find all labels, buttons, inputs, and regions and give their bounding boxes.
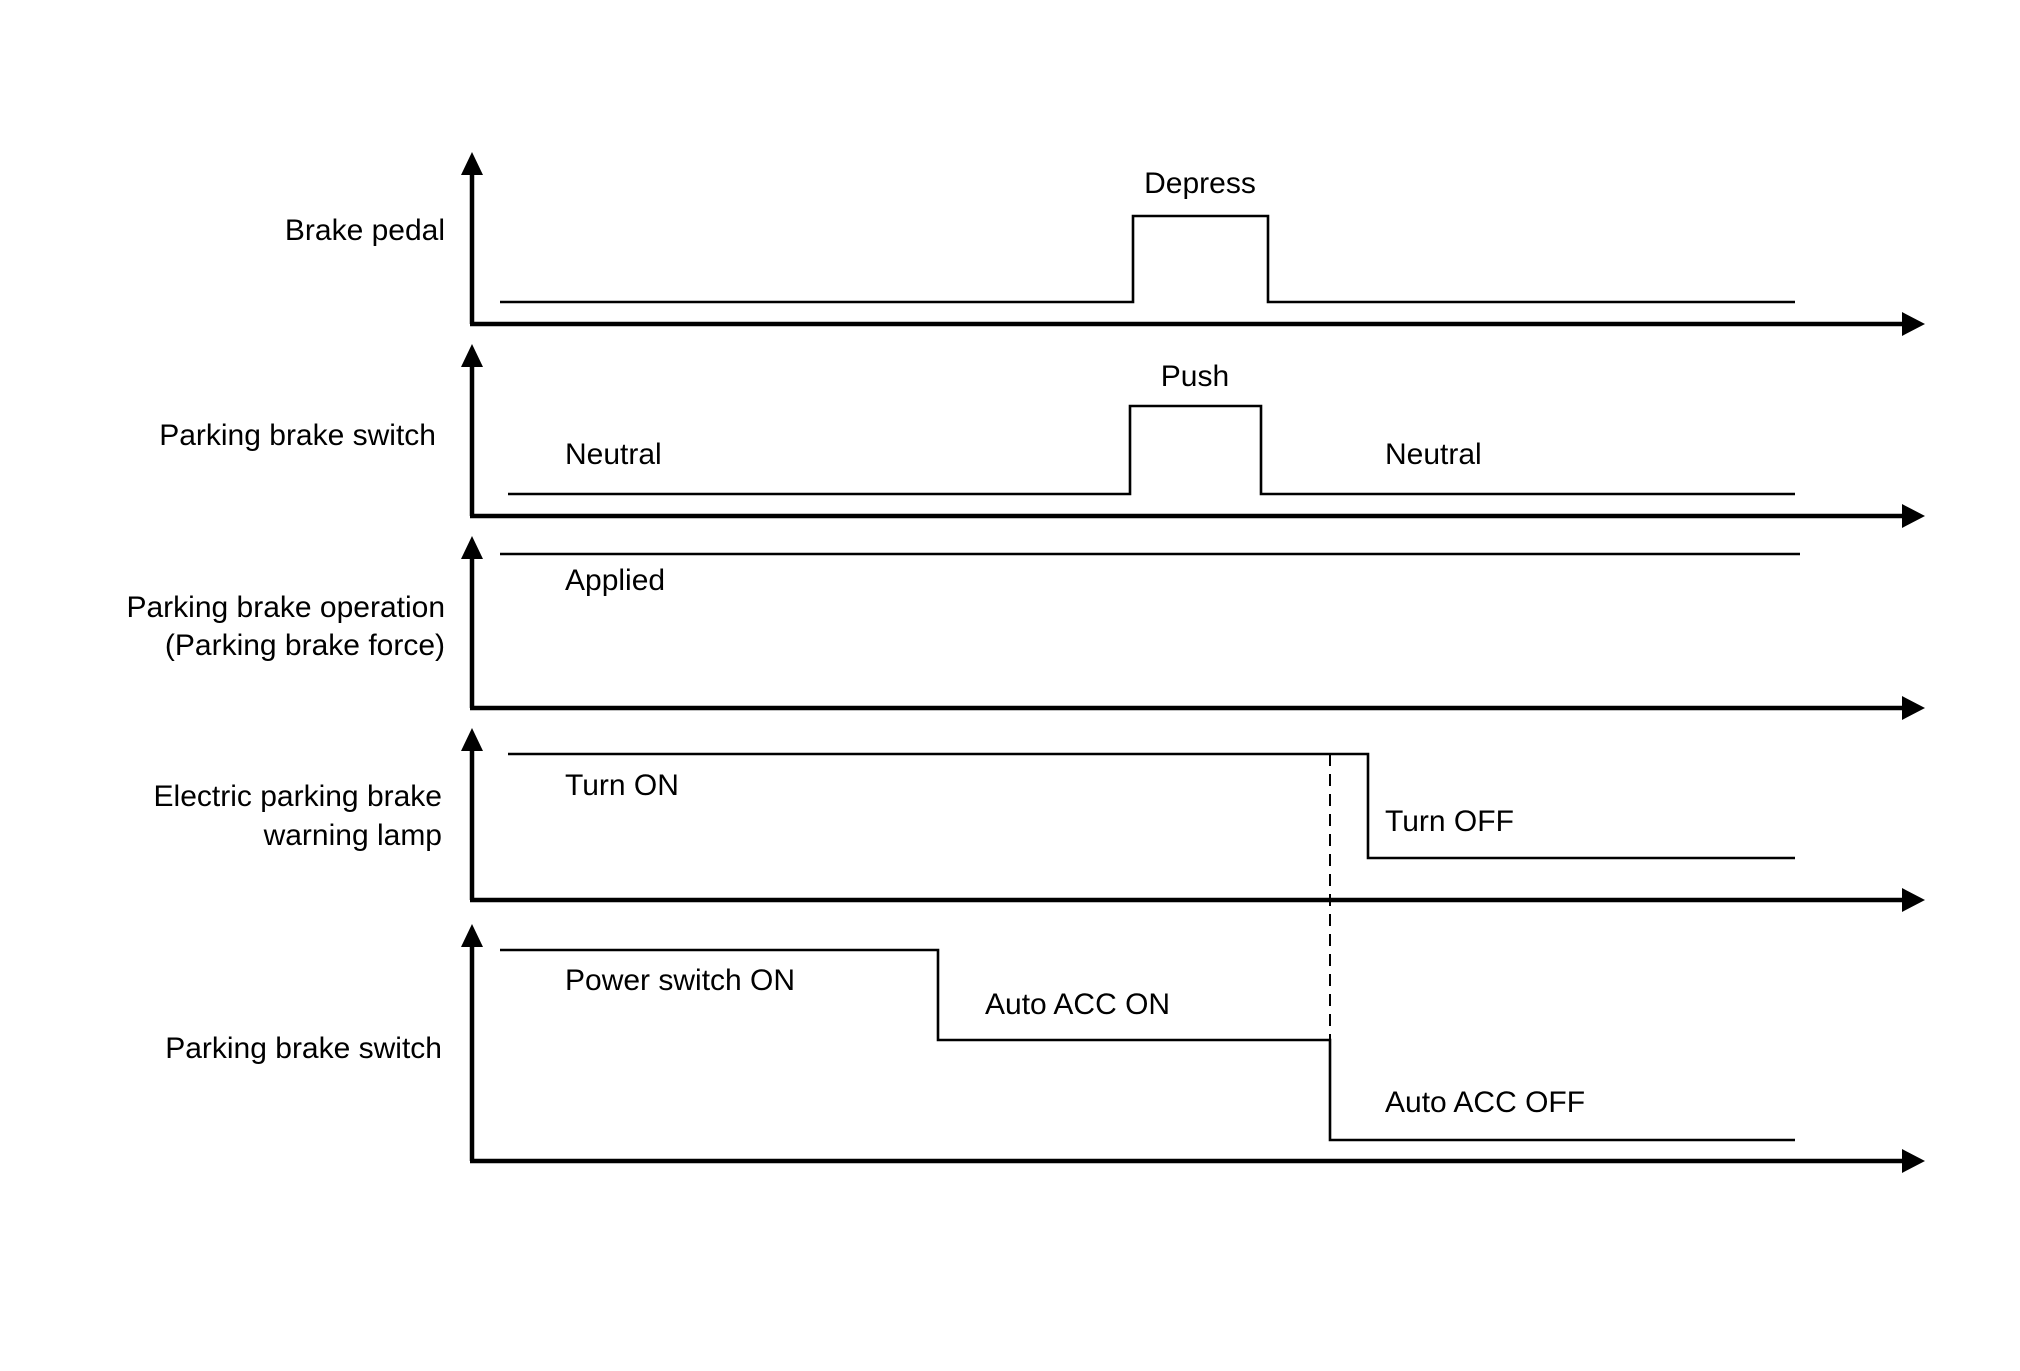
x-axis-arrow-brake-pedal [1902, 312, 1925, 336]
row-label-parking-brake-switch-power: Parking brake switch [165, 1032, 442, 1065]
state-applied: Applied [565, 564, 665, 597]
row-label-parking-brake-switch: Parking brake switch [159, 419, 436, 452]
row-label-brake-pedal: Brake pedal [285, 214, 445, 247]
state-push: Push [1161, 360, 1229, 393]
y-axis-arrow-brake-pedal [461, 152, 483, 175]
signal-warning-lamp [508, 752, 1795, 860]
state-auto-acc-off: Auto ACC OFF [1385, 1086, 1585, 1119]
state-neutral-before: Neutral [565, 438, 662, 471]
state-turn-on: Turn ON [565, 769, 679, 802]
state-turn-off: Turn OFF [1385, 805, 1514, 838]
row-parking-brake-operation: Parking brake operation (Parking brake f… [126, 536, 1925, 720]
x-axis-arrow-warning-lamp [1902, 888, 1925, 912]
row-brake-pedal: Brake pedal Depress [285, 152, 1925, 336]
x-axis-arrow-parking-brake-switch [1902, 504, 1925, 528]
x-axis-arrow-parking-brake-operation [1902, 696, 1925, 720]
row-warning-lamp: Electric parking brake warning lamp Turn… [154, 728, 1925, 912]
signal-parking-brake-switch-power [500, 948, 1795, 1142]
state-power-switch-on: Power switch ON [565, 964, 795, 997]
y-axis-arrow-parking-brake-operation [461, 536, 483, 559]
row-parking-brake-switch-power: Parking brake switch Power switch ON Aut… [165, 924, 1925, 1173]
signal-brake-pedal [500, 214, 1795, 304]
row-label-parking-brake-force: (Parking brake force) [165, 629, 445, 662]
row-label-parking-brake-operation: Parking brake operation [126, 591, 445, 624]
row-label-warning-lamp: warning lamp [263, 819, 442, 852]
state-auto-acc-on: Auto ACC ON [985, 988, 1170, 1021]
signal-parking-brake-switch [508, 404, 1795, 496]
y-axis-arrow-warning-lamp [461, 728, 483, 751]
state-neutral-after: Neutral [1385, 438, 1482, 471]
state-depress: Depress [1144, 167, 1256, 200]
x-axis-arrow-parking-brake-switch-power [1902, 1149, 1925, 1173]
y-axis-arrow-parking-brake-switch-power [461, 924, 483, 947]
row-parking-brake-switch: Parking brake switch Push Neutral Neutra… [159, 344, 1925, 528]
row-label-electric-parking-brake: Electric parking brake [154, 780, 442, 813]
y-axis-arrow-parking-brake-switch [461, 344, 483, 367]
